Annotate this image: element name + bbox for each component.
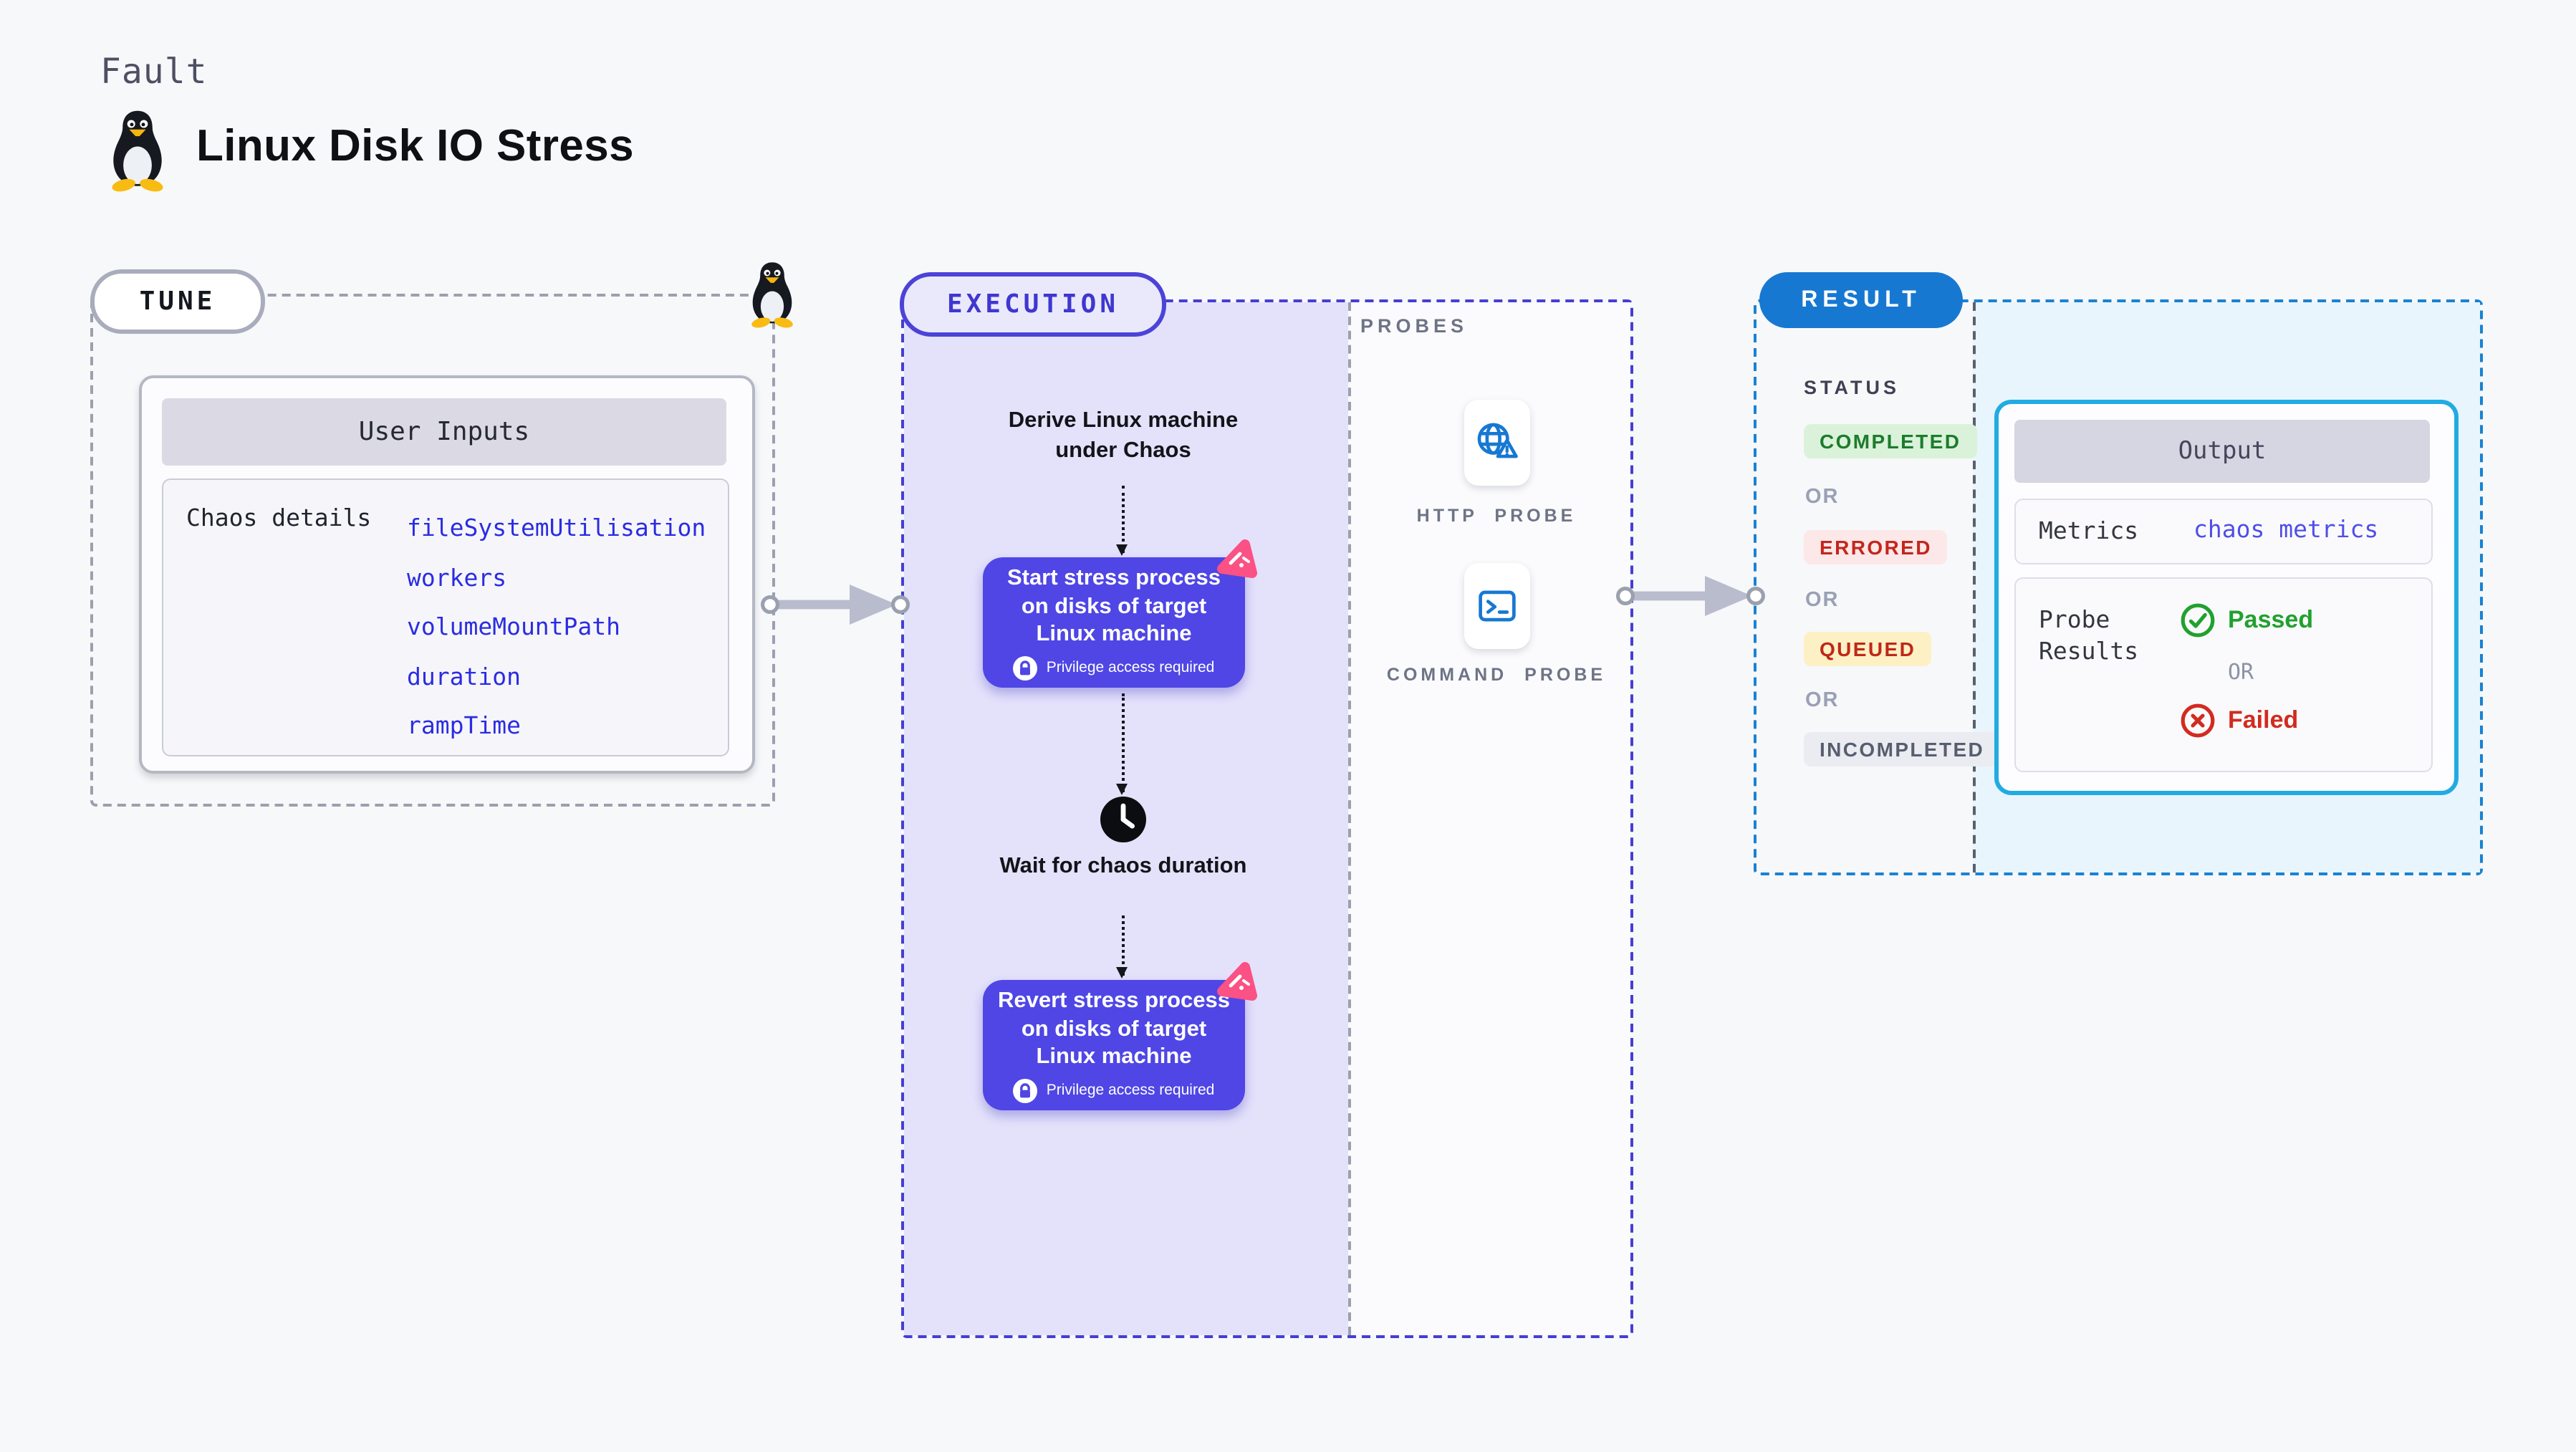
status-badge-queued: QUEUED [1804,632,1932,666]
param-item: workers [407,564,507,591]
revert-stress-label: Revert stress process on disks of target… [998,989,1230,1069]
result-divider [1973,302,1976,872]
lock-icon [1013,1078,1038,1103]
or-label: OR [2228,659,2254,685]
execution-badge: EXECUTION [900,272,1166,337]
passed-label: Passed [2228,606,2314,633]
privilege-badge: Privilege access required [1013,1078,1215,1103]
command-probe-card [1464,563,1530,649]
or-label: OR [1805,486,1840,509]
privilege-badge: Privilege access required [1013,655,1215,681]
param-item: fileSystemUtilisation [407,514,706,542]
x-circle-icon [2181,703,2215,738]
param-item: volumeMountPath [407,613,621,640]
result-badge: RESULT [1759,272,1963,328]
status-title: STATUS [1804,377,1900,398]
failed-label: Failed [2228,706,2299,734]
clock-icon [1100,797,1146,842]
or-label: OR [1805,689,1840,712]
http-probe-card [1464,400,1530,486]
derive-step-label: Derive Linux machine under Chaos [1008,408,1239,463]
execution-section: Derive Linux machine under Chaos Start s… [900,299,1633,1338]
flow-arrow-down [1116,486,1128,556]
output-title: Output [2014,420,2430,483]
lock-icon [1013,655,1038,681]
user-inputs-card: User Inputs Chaos details fileSystemUtil… [139,375,755,774]
probe-results-label: Probe Results [2039,606,2139,665]
probe-results-row: Probe Results Passed OR Failed [2014,577,2433,772]
tux-penguin-icon-small [751,262,793,328]
tune-section [90,294,775,807]
flow-arrow-down [1116,915,1128,979]
status-badge-completed: COMPLETED [1804,424,1977,458]
failed-result: Failed [2179,702,2298,739]
chaos-fault-icon [1216,962,1256,1001]
execution-to-result-arrow [1616,576,1765,616]
user-inputs-title: User Inputs [162,398,726,466]
flow-arrow-down [1116,693,1128,795]
privilege-label: Privilege access required [1046,659,1215,677]
or-label: OR [1805,589,1840,612]
metrics-row: Metrics chaos metrics [2014,499,2433,564]
check-circle-icon [2181,603,2215,638]
privilege-label: Privilege access required [1046,1082,1215,1100]
page-title: Linux Disk IO Stress [196,120,634,170]
param-item: duration [407,663,521,690]
metrics-label: Metrics [2039,517,2139,544]
param-item: rampTime [407,712,521,739]
terminal-icon [1479,590,1516,622]
execution-probes-divider [1347,302,1350,1335]
tux-penguin-icon [112,110,163,192]
metrics-value-link[interactable]: chaos metrics [2193,516,2379,543]
command-probe-label: COMMAND PROBE [1386,665,1607,685]
tune-badge: TUNE [90,269,265,334]
revert-stress-node: Revert stress process on disks of target… [983,980,1245,1110]
wait-step-label: Wait for chaos duration [999,854,1247,878]
globe-alert-icon [1477,423,1518,458]
start-stress-node: Start stress process on disks of target … [983,557,1245,688]
probes-title: PROBES [1360,315,1469,337]
status-badge-errored: ERRORED [1804,530,1948,564]
fault-kicker: Fault [100,52,208,92]
chaos-details-label: Chaos details [186,504,372,532]
output-card: Output Metrics chaos metrics Probe Resul… [1994,400,2459,795]
start-stress-label: Start stress process on disks of target … [1006,566,1221,647]
tune-to-execution-arrow [761,584,910,624]
chaos-params-list: fileSystemUtilisation workers volumeMoun… [407,504,706,751]
result-section: STATUS COMPLETED OR ERRORED OR QUEUED OR… [1754,299,2483,875]
chaos-fault-icon [1216,539,1256,578]
passed-result: Passed [2179,602,2313,639]
status-badge-incompleted: INCOMPLETED [1804,732,2001,766]
http-probe-label: HTTP PROBE [1416,506,1577,526]
user-inputs-body: Chaos details fileSystemUtilisation work… [162,479,729,756]
